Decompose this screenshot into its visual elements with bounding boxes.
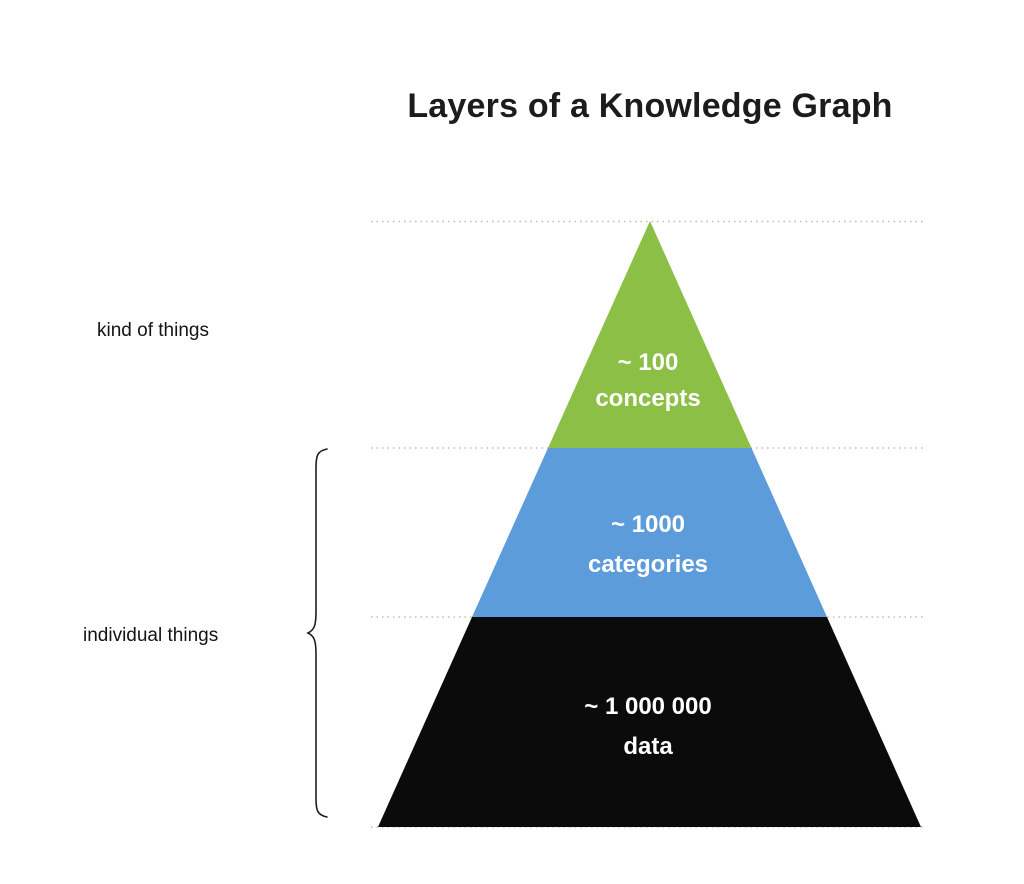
kind-of-things-label: kind of things: [97, 320, 209, 341]
concepts-label: concepts: [595, 385, 700, 412]
data-count-label: ~ 1 000 000: [584, 693, 711, 720]
pyramid-layer-concepts: [548, 221, 752, 448]
pyramid-layer-data: [378, 617, 921, 827]
individual-things-label: individual things: [83, 625, 218, 646]
categories-label: categories: [588, 551, 708, 578]
data-label: data: [623, 733, 673, 760]
categories-count-label: ~ 1000: [611, 511, 685, 538]
curly-brace-icon: [306, 448, 328, 818]
page-title: Layers of a Knowledge Graph: [407, 87, 892, 125]
concepts-count-label: ~ 100: [618, 349, 679, 376]
pyramid-layer-categories: [472, 448, 827, 617]
